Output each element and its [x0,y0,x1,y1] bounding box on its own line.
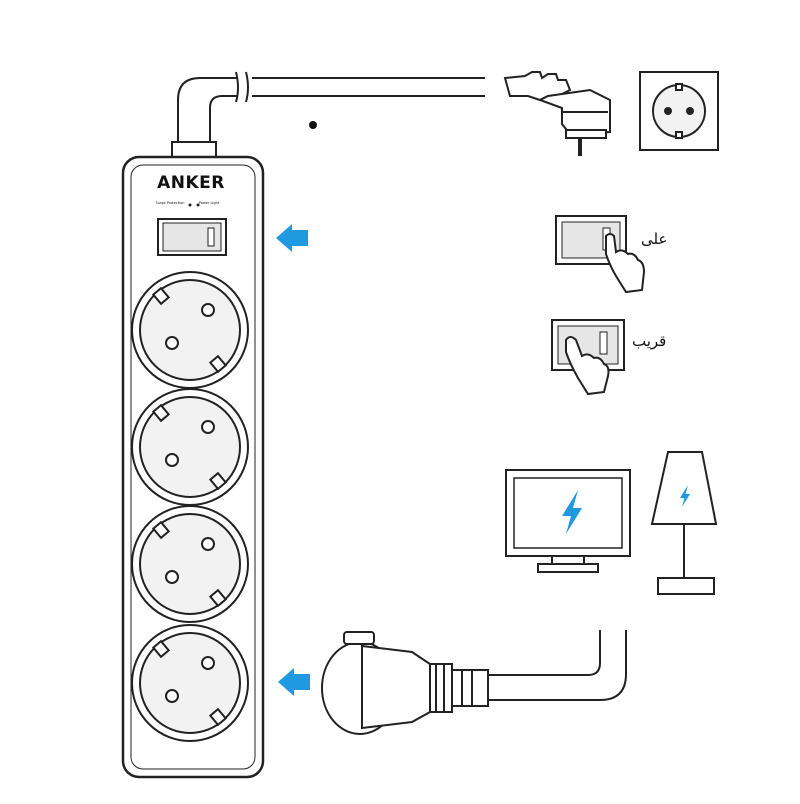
socket-4 [131,624,249,742]
power-strip-inner-edge [130,164,256,770]
input-cable [177,71,485,145]
bottom-cable [488,630,627,701]
socket-3 [131,505,249,623]
arrow-right-icon [276,224,308,252]
switch-on-label: على [641,230,668,248]
marker-dot [309,121,317,129]
socket-2 [131,388,249,506]
power-light-label: Power Light [198,201,220,205]
hand-press-icon [565,336,610,396]
surge-protection-label: Surge Protection [155,201,185,205]
strip-power-switch[interactable] [157,218,227,256]
wall-socket [639,71,719,151]
switch-off-label: قريب [632,332,667,350]
brand-logo: ANKER [157,173,225,193]
power-indicator [196,203,200,207]
socket-1 [131,271,249,389]
top-plug [503,71,611,156]
surge-indicator [188,203,192,207]
hand-press-icon [605,233,646,294]
lamp [650,451,718,595]
monitor [505,469,631,573]
arrow-right-icon [278,668,310,696]
bottom-plug [321,631,489,735]
